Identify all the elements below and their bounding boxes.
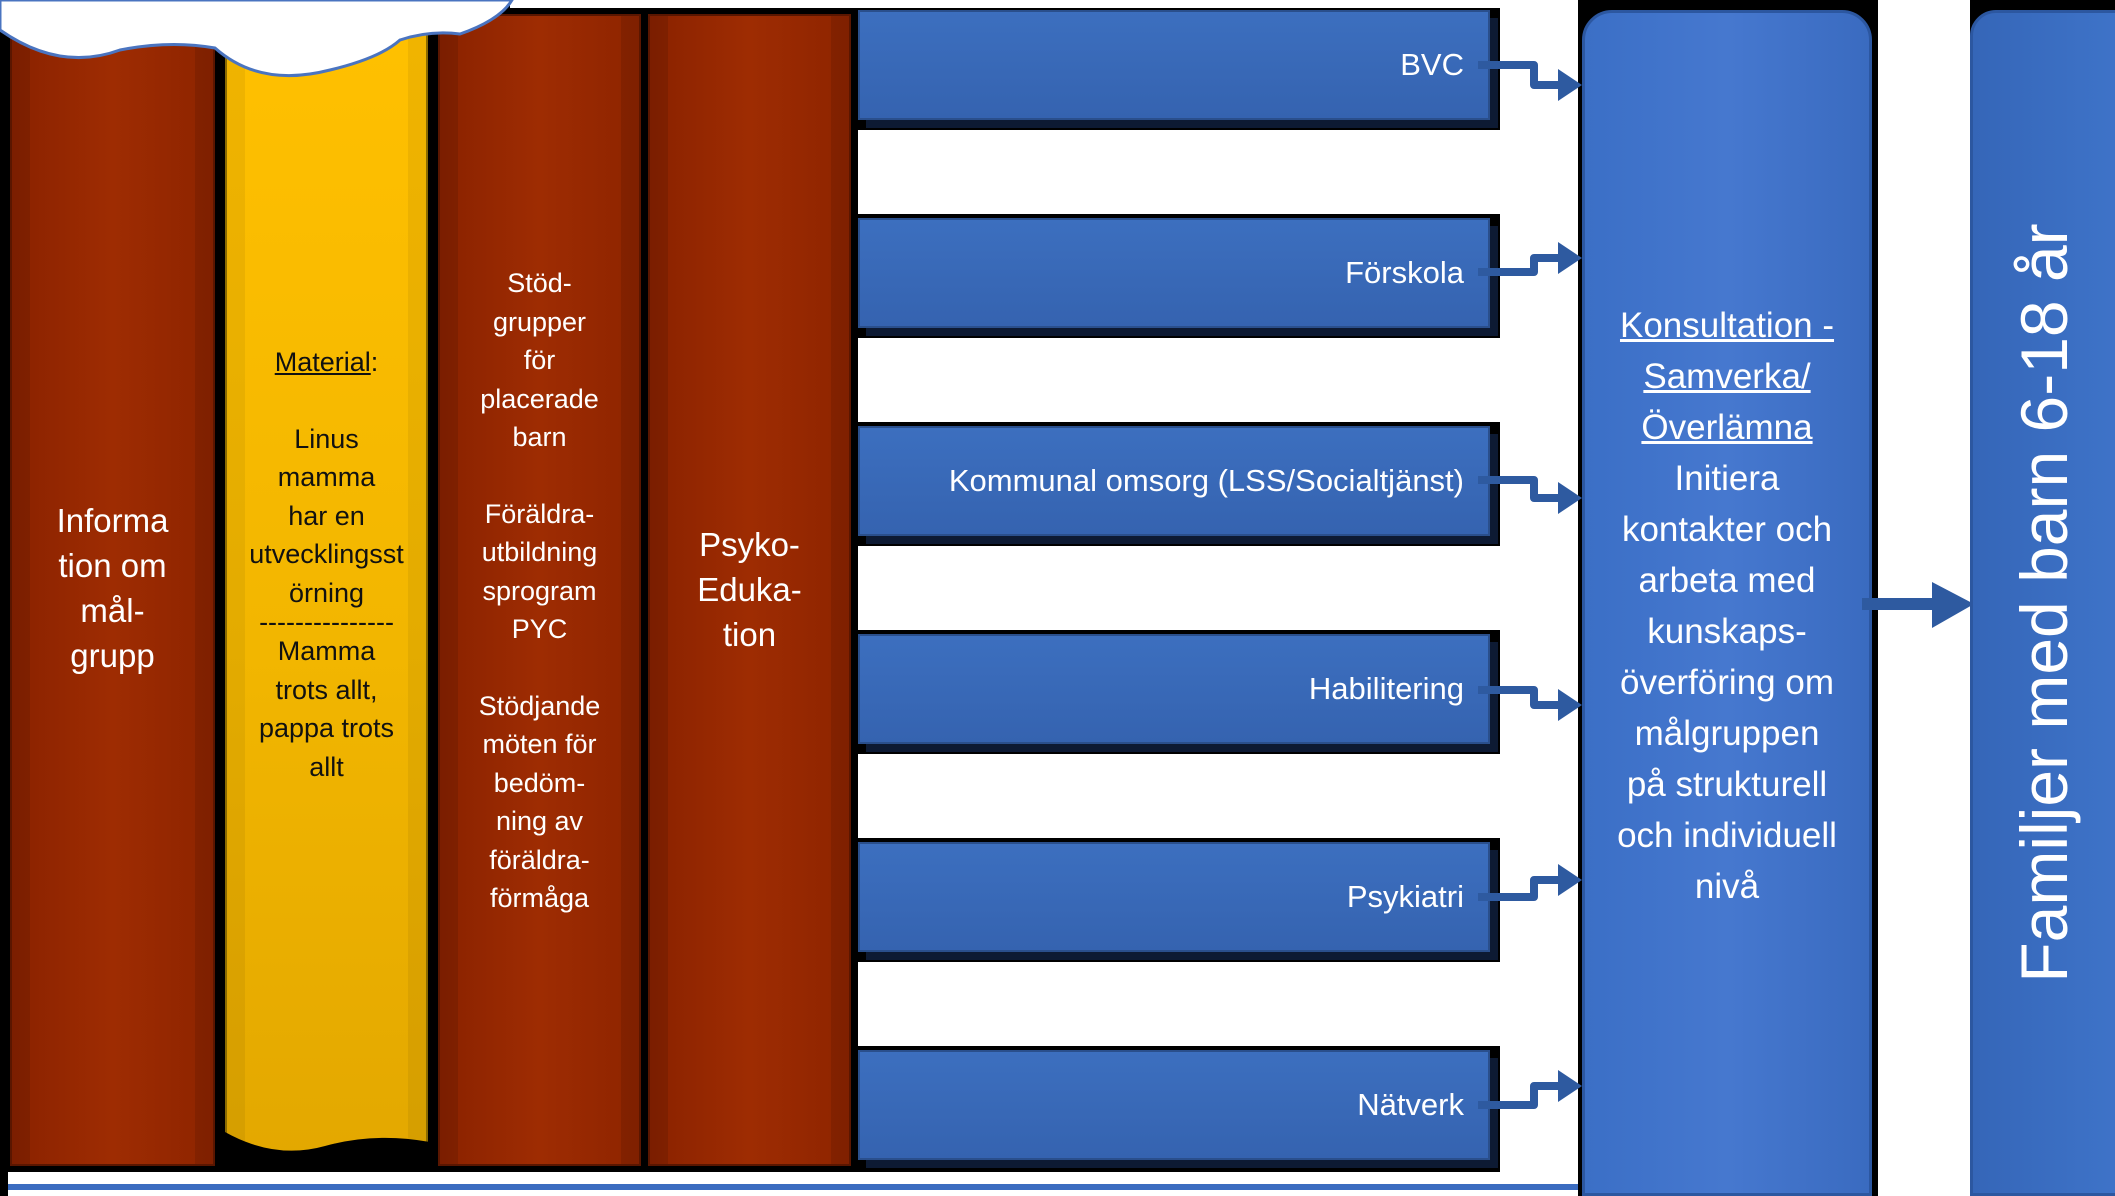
arrowhead-natverk <box>1558 1070 1582 1102</box>
material-linus-line: har en <box>288 500 365 531</box>
psyko-line: Eduka- <box>697 571 802 608</box>
info-line: grupp <box>70 637 155 674</box>
panel-heading-line: Samverka/ <box>1643 357 1811 396</box>
bar-label: Nätverk <box>1357 1087 1464 1122</box>
info-line: tion om <box>58 547 167 584</box>
bar-habilitering: Habilitering <box>858 634 1490 744</box>
panel-body-line: Initiera <box>1674 459 1780 498</box>
target-label: Familjer med barn 6-18 år <box>2007 223 2081 983</box>
material-linus-line: utvecklingsst <box>249 539 404 569</box>
panel-body-line: överföring om <box>1620 663 1834 702</box>
stod-line: Stöd- <box>507 268 572 298</box>
target-families: Familjer med barn 6-18 år <box>1970 10 2115 1196</box>
material-mamma-line: pappa trots <box>258 713 395 743</box>
column-psykoedukation: Psyko- Eduka- tion <box>648 14 851 1166</box>
arrow-natverk <box>1478 1082 1562 1109</box>
bar-label: BVC <box>1400 47 1464 82</box>
material-linus-line: örning <box>288 577 365 608</box>
material-text: Material: Linus mamma har en utvecklings… <box>227 343 426 786</box>
arrowhead-habilitering <box>1558 689 1582 721</box>
panel-body-line: kontakter och <box>1621 510 1833 549</box>
arrow-forskola <box>1478 254 1562 276</box>
stod-line: för <box>523 345 556 375</box>
information-text: Informa tion om mål- grupp <box>12 498 213 678</box>
bar-kommunal-omsorg: Kommunal omsorg (LSS/Socialtjänst) <box>858 426 1490 536</box>
white-gap-3 <box>858 546 1578 630</box>
panel-text: Konsultation - Samverka/ Överlämna Initi… <box>1585 300 1869 912</box>
material-mamma-line: allt <box>309 751 344 782</box>
bar-psykiatri: Psykiatri <box>858 842 1490 952</box>
stod-line: PYC <box>511 614 568 644</box>
material-heading-line: Material: <box>275 343 379 382</box>
panel-body-line: och individuell <box>1617 816 1837 855</box>
panel-body-line: kunskaps- <box>1647 612 1807 651</box>
bar-label: Psykiatri <box>1346 879 1464 914</box>
panel-heading-line: Överlämna <box>1641 408 1813 447</box>
yellow-wave-bottom <box>225 1132 430 1162</box>
psyko-text: Psyko- Eduka- tion <box>650 522 849 657</box>
stod-line: utbildning <box>481 537 598 567</box>
arrowhead-psykiatri <box>1558 864 1582 896</box>
bar-label: Förskola <box>1345 255 1464 290</box>
stod-line: barn <box>512 422 567 452</box>
stod-line: Stödjande <box>478 690 601 721</box>
bar-forskola: Förskola <box>858 218 1490 328</box>
panel-konsultation: Konsultation - Samverka/ Överlämna Initi… <box>1582 10 1872 1196</box>
stod-line: Föräldra- <box>484 498 595 529</box>
arrowhead-forskola <box>1558 242 1582 274</box>
material-heading: Material <box>274 347 371 377</box>
white-gap-5 <box>858 962 1578 1046</box>
stod-line: sprogram <box>482 575 597 606</box>
white-gap-2 <box>858 338 1578 422</box>
column-stodgrupper: Stöd- grupper för placerade barn Föräldr… <box>438 14 641 1166</box>
stodgrupper-text: Stöd- grupper för placerade barn Föräldr… <box>440 264 639 918</box>
material-linus-line: mamma <box>277 462 376 492</box>
panel-body-line: nivå <box>1694 867 1760 906</box>
white-strip-top <box>510 0 1550 8</box>
stod-line: möten för <box>482 729 597 759</box>
white-gap-4 <box>858 754 1578 838</box>
stod-line: ning av <box>495 806 584 836</box>
material-linus-line: Linus <box>294 423 359 454</box>
stod-line: placerade <box>480 383 599 414</box>
column-information: Informa tion om mål- grupp <box>10 28 215 1166</box>
material-mamma-line: Mamma <box>277 636 376 666</box>
info-line: Informa <box>56 502 169 539</box>
bar-label: Habilitering <box>1308 671 1464 706</box>
arrow-bvc <box>1478 61 1562 89</box>
connector-arrows <box>1478 61 1582 1109</box>
arrowhead-kommunal <box>1558 482 1582 514</box>
column-material: Material: Linus mamma har en utvecklings… <box>225 28 430 1162</box>
bar-natverk: Nätverk <box>858 1050 1490 1160</box>
arrow-psykiatri <box>1478 876 1562 901</box>
material-divider: --------------- <box>259 607 394 637</box>
panel-heading-line: Konsultation - <box>1619 306 1835 345</box>
bar-label: Kommunal omsorg (LSS/Socialtjänst) <box>948 463 1464 498</box>
main-arrow <box>1862 582 1974 628</box>
material-heading-colon: : <box>370 347 379 377</box>
stod-line: föräldra- <box>489 844 590 875</box>
psyko-line: tion <box>722 616 777 653</box>
panel-body-line: arbeta med <box>1638 561 1816 600</box>
white-gap-1 <box>858 130 1578 214</box>
stod-line: grupper <box>492 306 587 337</box>
cloud-shape <box>0 0 514 78</box>
arrowhead-bvc <box>1558 69 1582 101</box>
arrow-habilitering <box>1478 686 1562 709</box>
stod-line: bedöm- <box>493 767 586 798</box>
blue-baseline <box>8 1184 1578 1190</box>
bar-bvc: BVC <box>858 10 1490 120</box>
arrow-kommunal <box>1478 476 1562 502</box>
info-line: mål- <box>80 592 145 629</box>
panel-body-line: målgruppen <box>1634 714 1820 753</box>
material-mamma-line: trots allt, <box>275 674 378 705</box>
white-column-right <box>1500 0 1578 1196</box>
panel-body-line: på strukturell <box>1626 765 1828 804</box>
stod-line: förmåga <box>489 883 590 913</box>
psyko-line: Psyko- <box>699 526 800 563</box>
